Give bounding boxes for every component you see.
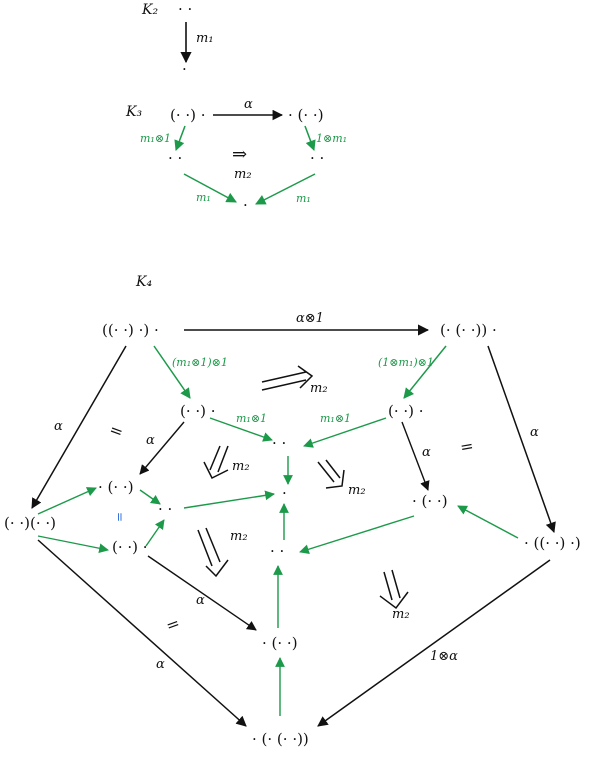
k3-label: K₃ bbox=[125, 104, 142, 120]
k4-label-alpha-left: α bbox=[54, 419, 63, 434]
k3-bottom-left-label: m₁ bbox=[196, 191, 211, 204]
k4-arrow-m1-left bbox=[209, 417, 273, 442]
k4-label-m1-right: m₁⊗1 bbox=[320, 412, 351, 425]
k2-arrow-label: m₁ bbox=[196, 31, 214, 46]
k4-node-center-low: · · bbox=[270, 542, 284, 560]
k4-arrow-right-to-right-mid bbox=[457, 505, 519, 539]
k2-bottom-node: · bbox=[182, 60, 187, 78]
k4-arrow-alpha-low bbox=[147, 555, 257, 631]
k3-mid-right-node: · · bbox=[310, 149, 324, 167]
k3-left-node: (· ·) · bbox=[170, 106, 206, 124]
k4-node-left-mid: · · bbox=[158, 500, 172, 518]
k4-label: K₄ bbox=[135, 274, 152, 290]
k4-node-center: · bbox=[282, 484, 287, 502]
k3-bottom-right-arrow bbox=[255, 173, 316, 205]
k3-bottom-left-arrow bbox=[183, 173, 237, 203]
k4-eq-left: = bbox=[107, 419, 126, 441]
k4-arrow-left-mid-center bbox=[183, 490, 275, 509]
k4-2cell-top bbox=[261, 365, 314, 391]
k2-top-node: · · bbox=[178, 0, 192, 18]
k4-arrow-tr-down bbox=[403, 345, 447, 399]
k4-label-tr-down: (1⊗m₁)⊗1 bbox=[378, 356, 434, 369]
k4-arrow-lower-to-mid bbox=[145, 519, 165, 547]
k4-label-alpha-low: α bbox=[196, 593, 205, 608]
k3-mid-left-node: · · bbox=[168, 149, 182, 167]
k3-2cell: ⇒ bbox=[232, 144, 247, 165]
k3-right-node: · (· ·) bbox=[288, 106, 324, 124]
k4-label-alpha-in-left: α bbox=[146, 433, 155, 448]
k4-arrow-left-to-lower bbox=[37, 535, 109, 554]
k4-arrow-tl-down bbox=[153, 345, 191, 399]
k4-2cell-right-label: m₂ bbox=[348, 483, 366, 498]
k4-node-top-right: (· (· ·)) · bbox=[440, 321, 497, 339]
k4-node-left: (· ·)(· ·) bbox=[4, 514, 56, 532]
k3-bottom-node: · bbox=[243, 196, 248, 214]
k4-2cell-top-label: m₂ bbox=[310, 381, 328, 396]
k4-node-in-top-right: (· ·) · bbox=[388, 402, 424, 420]
k4-node-in-top-left: (· ·) · bbox=[180, 402, 216, 420]
k4-arrow-alpha-right bbox=[487, 345, 556, 533]
k4-arrow-m1-right bbox=[303, 417, 387, 448]
k4-node-right-mid: · (· ·) bbox=[412, 492, 448, 510]
k4-node-bottom-mid: · (· ·) bbox=[262, 634, 298, 652]
k3-left-arrow-label: m₁⊗1 bbox=[140, 132, 171, 145]
k4-label-alpha-bottom-left: α bbox=[156, 657, 165, 672]
k4-eq-blue: = bbox=[113, 512, 127, 522]
k4-arrow-alpha-bottom-left bbox=[37, 539, 247, 727]
k4-arrow-alpha-in-right bbox=[401, 421, 430, 491]
k4-node-left-upper: · (· ·) bbox=[98, 478, 134, 496]
k4-eq-right: = bbox=[459, 436, 476, 457]
k4-2cell-left-label: m₂ bbox=[232, 459, 250, 474]
k4-arrow-alpha-left bbox=[31, 345, 127, 509]
k4-label-tl-down: (m₁⊗1)⊗1 bbox=[172, 356, 228, 369]
k4-node-bottom: · (· (· ·)) bbox=[252, 730, 309, 748]
k4-node-top-left: ((· ·) ·) · bbox=[102, 321, 159, 339]
k4-2cell-center-label: m₂ bbox=[230, 529, 248, 544]
k4-2cell-bottom-right-label: m₂ bbox=[392, 607, 410, 622]
k4-label-bottom-right: 1⊗α bbox=[430, 649, 458, 664]
k4-2cell-right bbox=[317, 459, 345, 489]
k4-2cell-center bbox=[197, 527, 229, 578]
k4-node-center-top: · · bbox=[272, 434, 286, 452]
k3-bottom-right-label: m₁ bbox=[296, 192, 311, 205]
k4-arrow-left-to-upper bbox=[37, 487, 97, 515]
k3-left-arrow bbox=[174, 125, 186, 151]
k4-2cell-bottom-right bbox=[379, 569, 409, 610]
k4-2cell-left bbox=[203, 445, 229, 480]
k2-label: K₂ bbox=[141, 2, 158, 18]
k3-2cell-label: m₂ bbox=[234, 167, 252, 182]
k4-arrow-upper-to-mid bbox=[139, 489, 161, 505]
k4-arrow-right-mid-to-center-low bbox=[299, 515, 415, 555]
k4-label-top: α⊗1 bbox=[296, 311, 324, 326]
k3-right-arrow-label: 1⊗m₁ bbox=[316, 132, 347, 145]
k3-right-arrow bbox=[304, 125, 316, 151]
k3-top-arrow-label: α bbox=[244, 97, 253, 112]
k4-label-alpha-right: α bbox=[530, 425, 539, 440]
k4-arrow-bottom-right bbox=[317, 559, 551, 727]
k4-eq-bottom: = bbox=[163, 613, 182, 635]
k4-arrow-alpha-in-left bbox=[139, 421, 185, 475]
k4-node-right: · ((· ·) ·) bbox=[524, 534, 581, 552]
k4-node-left-lower: (· ·) · bbox=[112, 538, 148, 556]
k4-label-m1-left: m₁⊗1 bbox=[236, 412, 267, 425]
k4-label-alpha-in-right: α bbox=[422, 445, 431, 460]
